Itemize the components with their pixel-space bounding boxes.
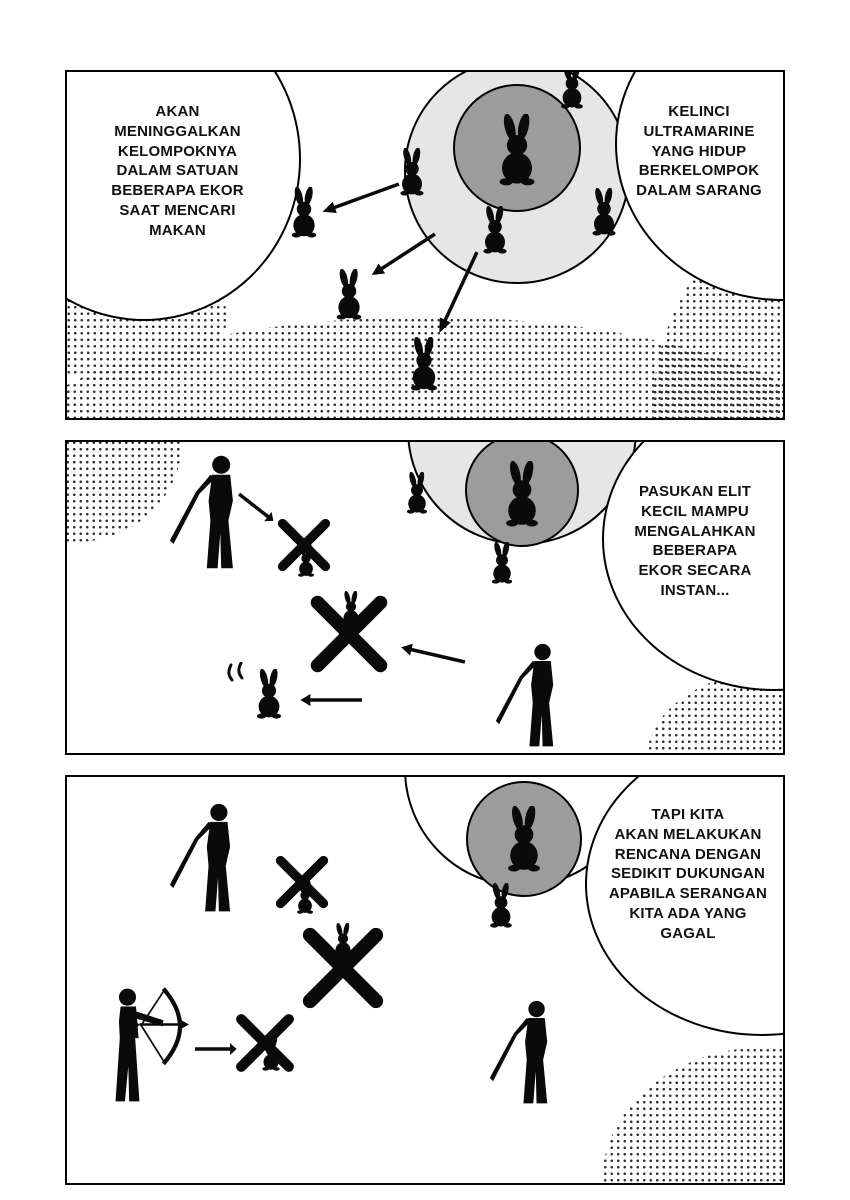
arrow-icon — [367, 227, 439, 282]
speech-bubble-text: KELINCI ULTRAMARINE YANG HIDUP BERKELOMP… — [636, 103, 762, 200]
rabbit-icon — [502, 806, 546, 872]
rabbit-icon — [332, 269, 366, 320]
speech-bubble-text: PASUKAN ELIT KECIL MAMPU MENGALAHKAN BEB… — [634, 483, 756, 599]
rabbit-icon — [287, 187, 321, 238]
swordsman-icon — [495, 642, 577, 749]
rabbit-icon — [252, 669, 286, 719]
speech-bubble-text: AKAN MENINGGALKAN KELOMPOKNYA DALAM SATU… — [111, 103, 244, 239]
rabbit-icon — [486, 883, 516, 928]
halftone-texture — [67, 442, 182, 542]
panel-1: AKAN MENINGGALKAN KELOMPOKNYA DALAM SATU… — [65, 70, 785, 420]
sweat-drops-icon — [225, 662, 249, 686]
speech-bubble-text: TAPI KITA AKAN MELAKUKAN RENCANA DENGAN … — [608, 806, 768, 942]
rabbit-icon — [488, 542, 516, 584]
rabbit-icon — [493, 114, 541, 186]
rabbit-icon — [588, 188, 620, 236]
x-mark-icon — [300, 925, 386, 1011]
rabbit-icon — [479, 206, 511, 254]
x-mark-icon — [234, 1012, 296, 1074]
archer-icon — [95, 985, 189, 1105]
arrow-icon — [399, 639, 467, 669]
x-mark-icon — [274, 854, 330, 910]
arrow-icon — [319, 176, 402, 219]
swordsman-icon — [489, 999, 571, 1106]
panel-2: PASUKAN ELIT KECIL MAMPU MENGALAHKAN BEB… — [65, 440, 785, 755]
rabbit-icon — [403, 472, 431, 514]
rabbit-icon — [557, 70, 587, 109]
rabbit-icon — [406, 337, 442, 391]
halftone-texture — [602, 1047, 783, 1183]
x-mark-icon — [276, 517, 332, 573]
arrow-icon — [195, 1041, 237, 1057]
swordsman-icon — [169, 454, 259, 571]
panel-3: TAPI KITA AKAN MELAKUKAN RENCANA DENGAN … — [65, 775, 785, 1185]
rabbit-icon — [500, 461, 544, 527]
swordsman-icon — [169, 802, 255, 914]
x-mark-icon — [308, 593, 390, 675]
arrow-icon — [300, 692, 362, 708]
